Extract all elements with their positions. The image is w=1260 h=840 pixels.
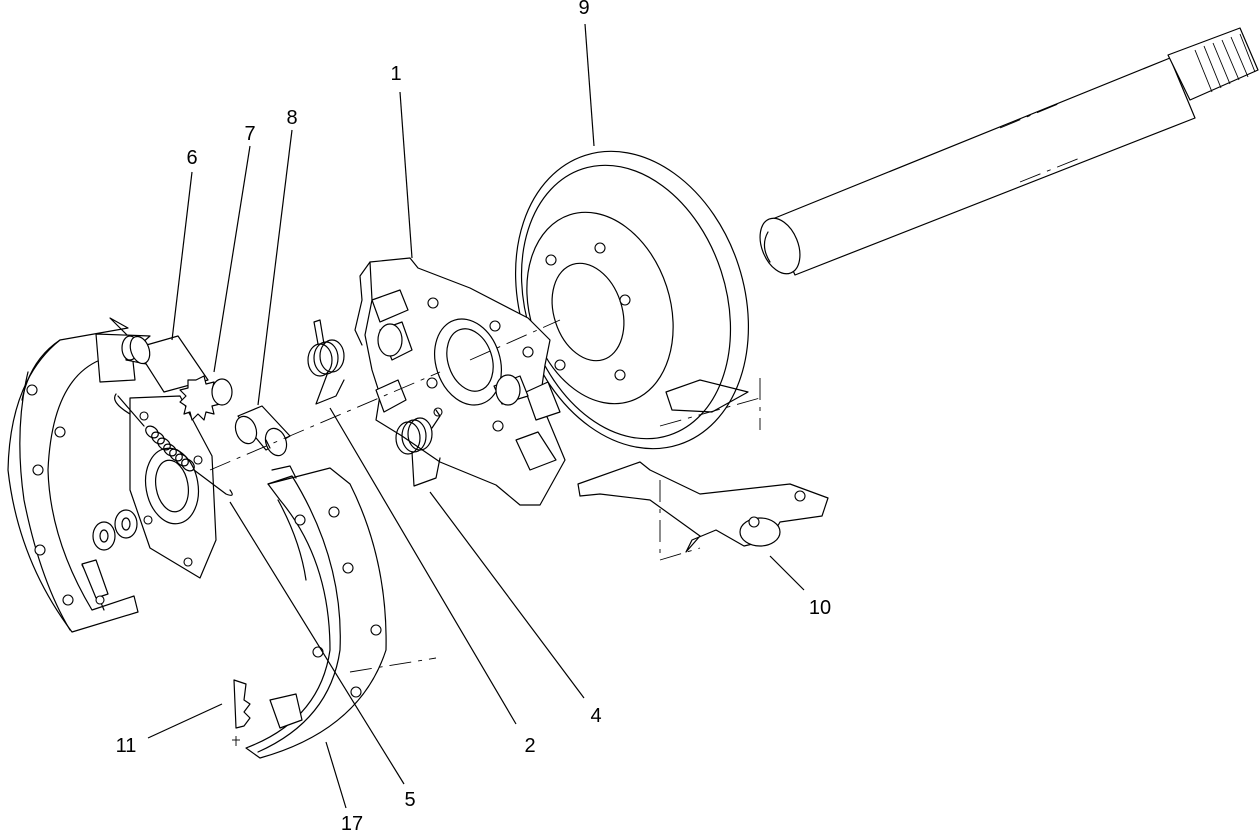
callout-5: 5 — [404, 789, 415, 811]
adjuster-star-wheel — [179, 375, 233, 421]
brake-drum — [514, 150, 761, 450]
callout-labels: 1 9 8 7 6 10 4 2 11 5 17 — [116, 0, 832, 835]
adjuster-spring — [114, 393, 233, 496]
callout-6: 6 — [186, 147, 197, 169]
callout-1: 1 — [390, 63, 401, 85]
brake-shoe-secondary — [245, 465, 437, 759]
callout-9: 9 — [578, 0, 589, 19]
adjuster-screw — [129, 335, 209, 393]
return-spring-lower — [395, 409, 441, 487]
axle-shaft — [759, 27, 1259, 276]
callout-11: 11 — [116, 735, 137, 757]
return-spring-upper — [307, 319, 345, 405]
actuating-lever — [577, 461, 829, 561]
anchor-plate — [92, 395, 217, 579]
adjuster-sleeve — [234, 405, 291, 457]
callout-8: 8 — [286, 107, 297, 129]
callout-2: 2 — [524, 735, 535, 757]
retainer-clip — [232, 679, 251, 746]
leader-lines — [147, 23, 805, 809]
centerlines — [209, 319, 561, 471]
callout-7: 7 — [244, 123, 255, 145]
callout-10: 10 — [809, 597, 831, 619]
callout-17: 17 — [341, 813, 363, 835]
backing-plate — [354, 257, 566, 506]
callout-4: 4 — [590, 705, 601, 727]
